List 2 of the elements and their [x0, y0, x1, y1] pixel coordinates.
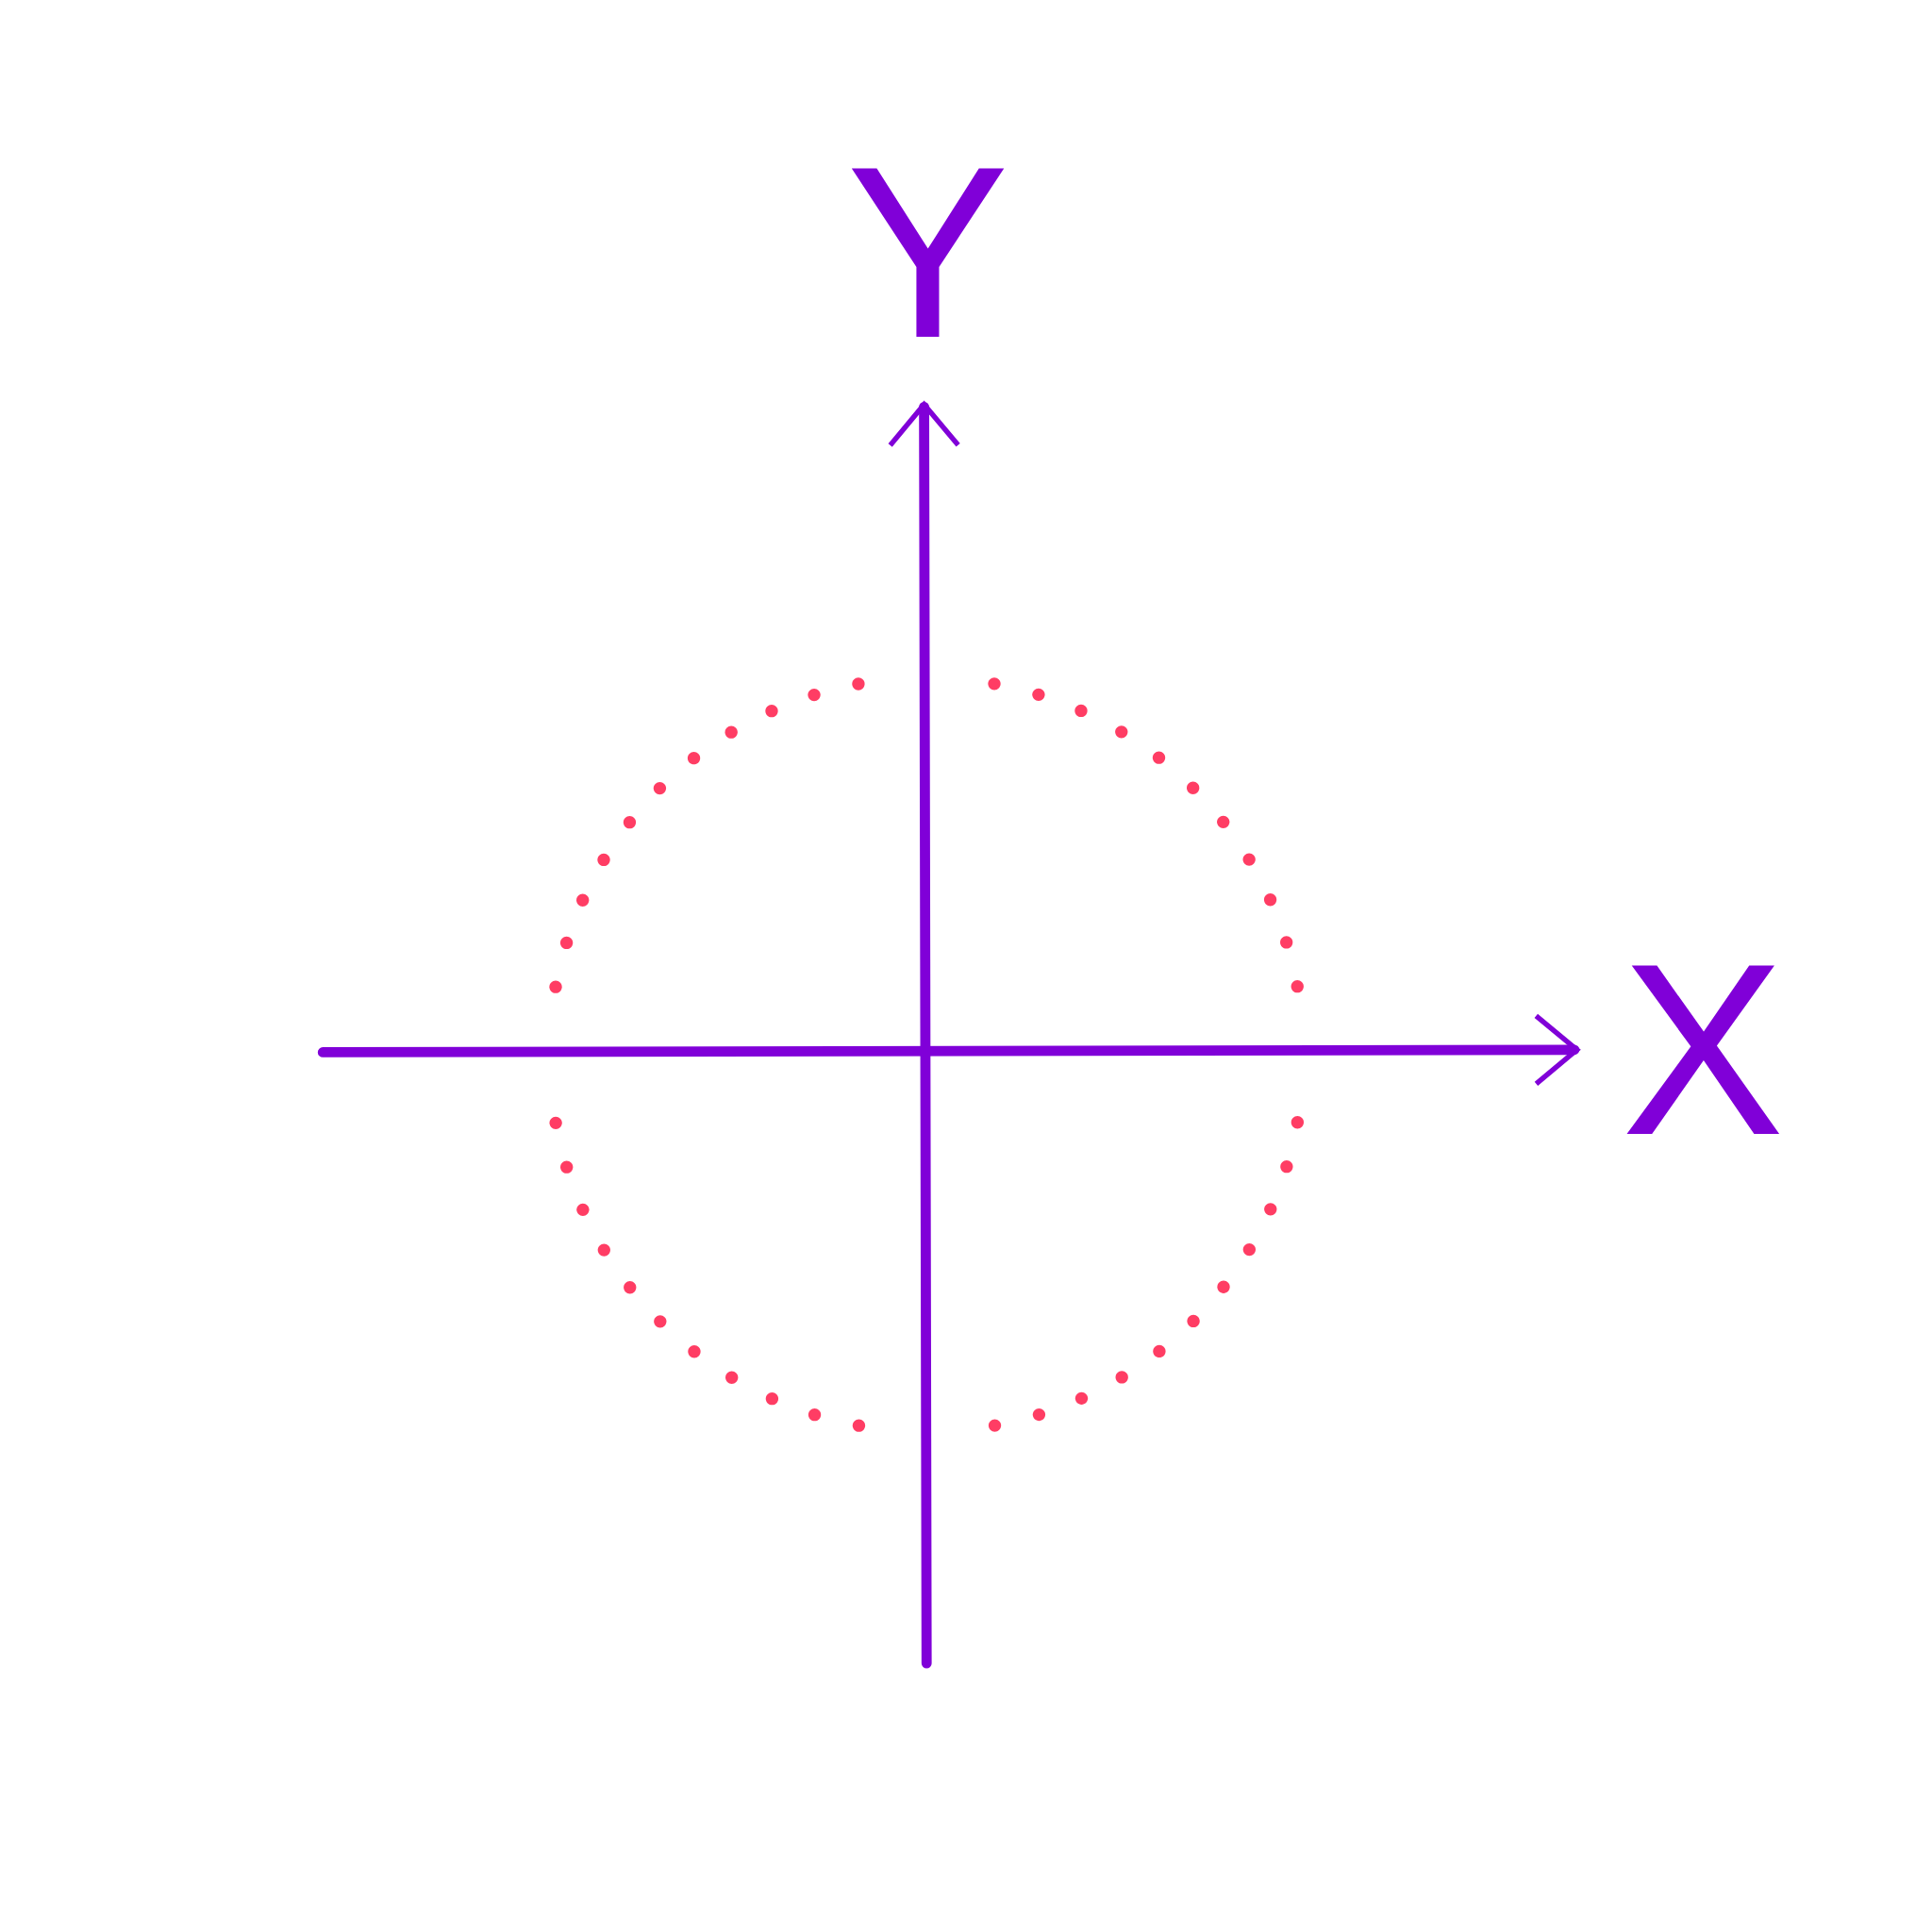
axis-label: Y	[851, 168, 1005, 337]
axis-label: X	[1626, 965, 1780, 1134]
